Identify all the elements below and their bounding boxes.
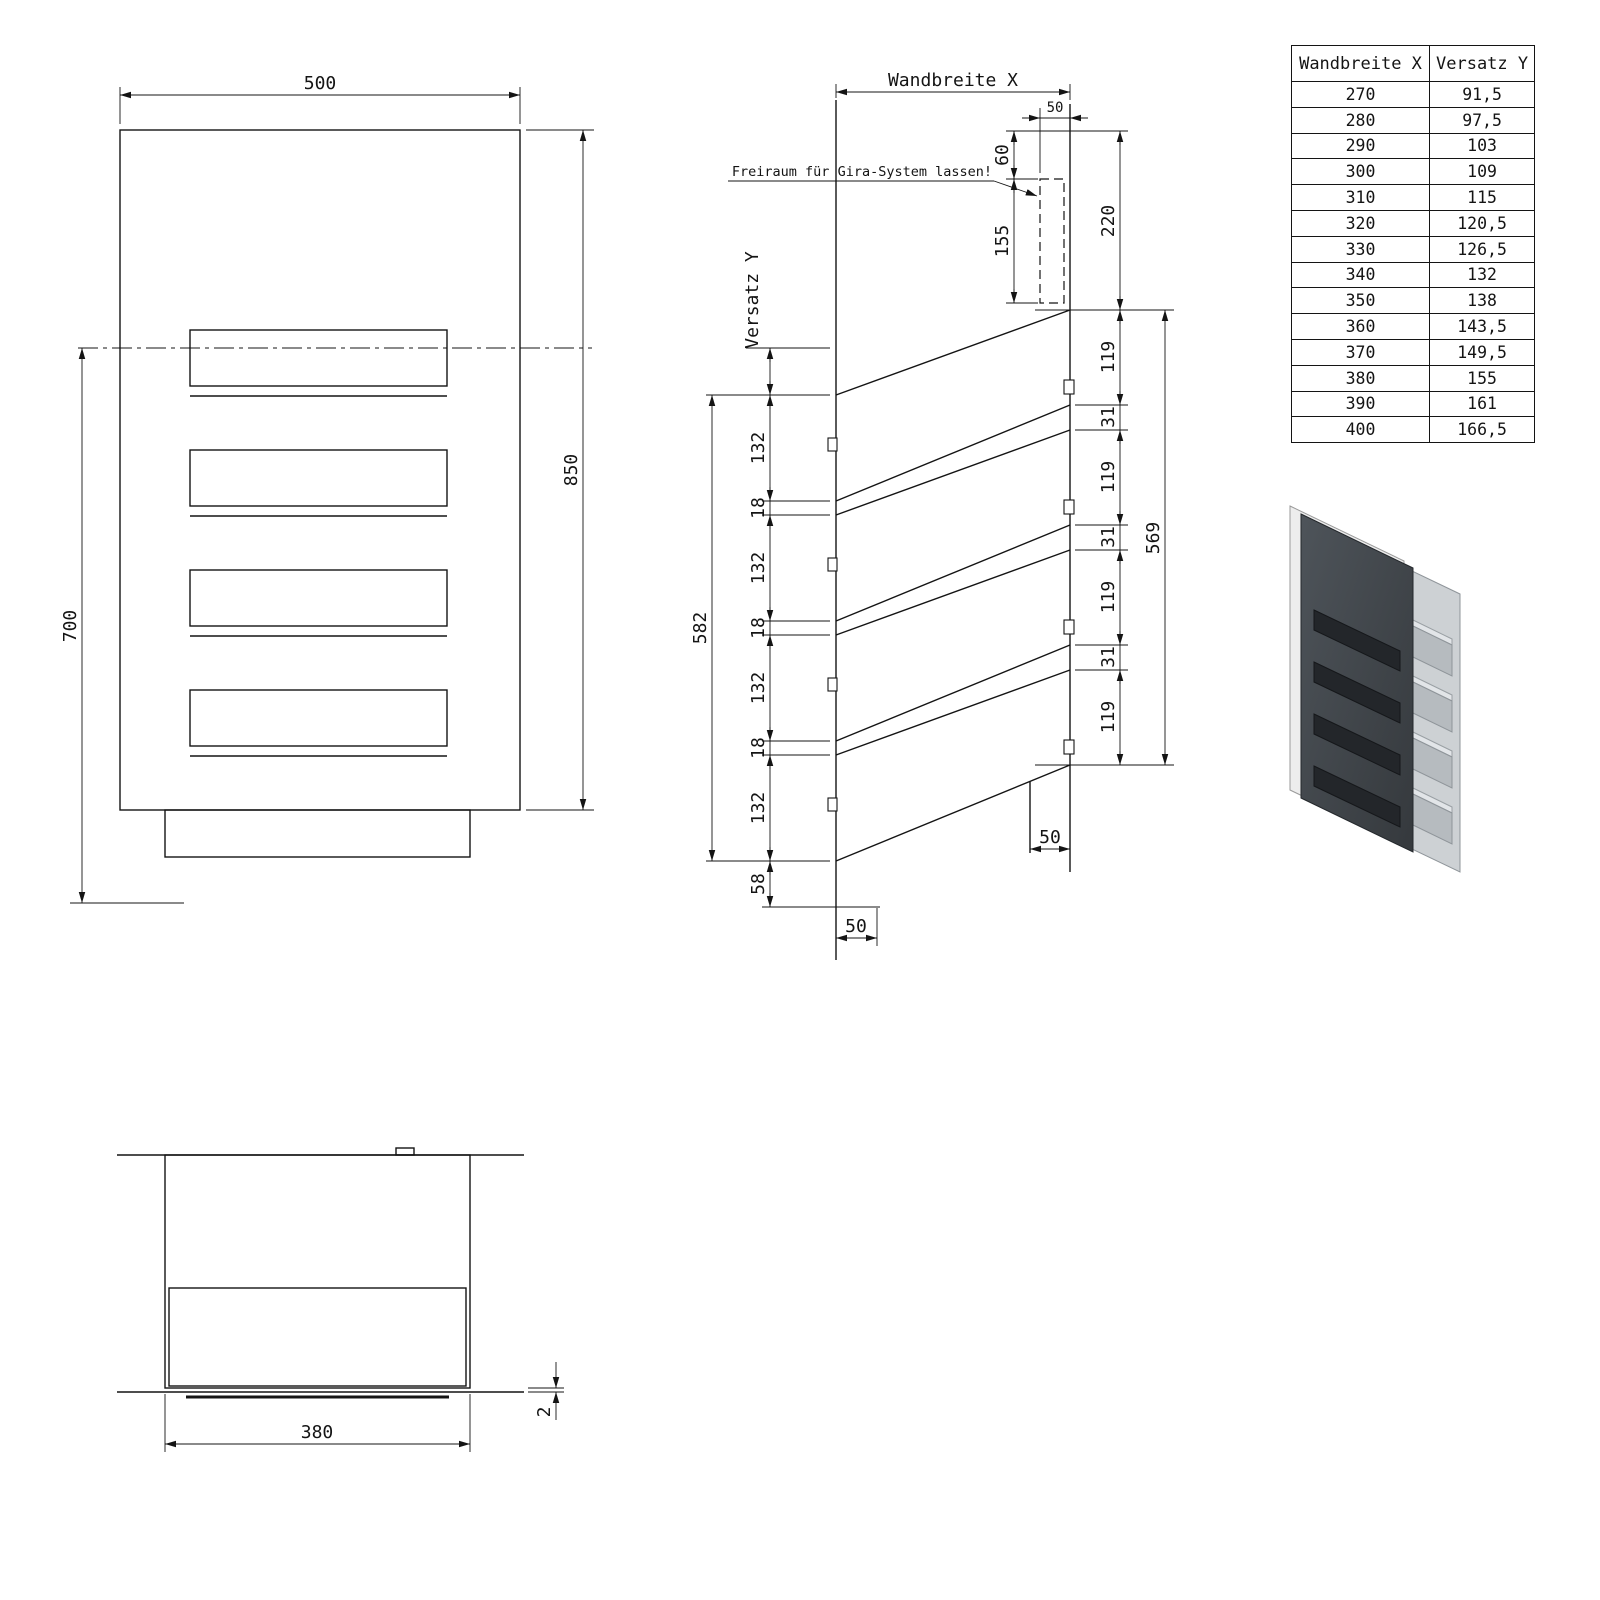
cell-versatz-y: 115 (1428, 184, 1536, 211)
cell-wandbreite-x: 270 (1291, 81, 1430, 108)
cell-versatz-y: 132 (1428, 261, 1536, 289)
cell-versatz-y: 166,5 (1428, 416, 1536, 444)
dim-left-total: 582 (690, 612, 711, 645)
dimension-table: Wandbreite X Versatz Y 270 91,5 280 97,5… (1291, 45, 1536, 444)
note-gira-clearance: Freiraum für Gira-System lassen! (732, 164, 992, 180)
cell-wandbreite-x: 390 (1291, 390, 1430, 418)
dim-front-width: 500 (304, 73, 337, 94)
label-offset-y: Versatz Y (742, 251, 763, 349)
dim-right-4: 119 (1098, 581, 1119, 614)
table-row: 280 97,5 (1291, 106, 1536, 134)
table-row: 400 166,5 (1291, 416, 1536, 444)
dim-left-2: 132 (748, 552, 769, 585)
dim-right-6: 119 (1098, 701, 1119, 734)
mounting-clips (827, 379, 1075, 812)
cell-wandbreite-x: 280 (1291, 106, 1430, 134)
cell-wandbreite-x: 370 (1291, 338, 1430, 366)
table-row: 370 149,5 (1291, 338, 1536, 366)
dim-right-1: 31 (1098, 406, 1119, 428)
cell-wandbreite-x: 320 (1291, 209, 1430, 237)
top-tab (395, 1147, 415, 1156)
dim-front-height: 850 (561, 454, 582, 487)
dim-gira-height: 155 (992, 225, 1013, 258)
table-row: 380 155 (1291, 364, 1536, 392)
dim-left-4: 132 (748, 672, 769, 705)
mail-chutes (835, 309, 1071, 862)
dim-left-6: 132 (748, 792, 769, 825)
cell-wandbreite-x: 350 (1291, 287, 1430, 315)
dim-table-body: 270 91,5 280 97,5 290 103 300 109 310 11… (1291, 81, 1536, 444)
top-view (117, 1147, 524, 1399)
cell-versatz-y: 161 (1428, 390, 1536, 418)
dim-right-total: 569 (1143, 522, 1164, 555)
front-panel-outline (119, 129, 521, 811)
front-view-dimensions (70, 87, 594, 904)
front-view (78, 129, 592, 858)
cell-wandbreite-x: 290 (1291, 132, 1430, 160)
dim-right-3: 31 (1098, 526, 1119, 548)
dim-front-offset-bottom: 50 (845, 916, 867, 937)
cell-versatz-y: 149,5 (1428, 338, 1536, 366)
table-row: 270 91,5 (1291, 81, 1536, 108)
cell-versatz-y: 138 (1428, 287, 1536, 315)
gira-clearance-box (1039, 178, 1065, 304)
iso-mailboxes (1412, 619, 1453, 845)
dim-right-0: 119 (1098, 341, 1119, 374)
table-row: 350 138 (1291, 287, 1536, 315)
cell-versatz-y: 155 (1428, 364, 1536, 392)
table-row: 300 109 (1291, 158, 1536, 186)
cell-wandbreite-x: 330 (1291, 235, 1430, 263)
cell-versatz-y: 103 (1428, 132, 1536, 160)
table-row: 290 103 (1291, 132, 1536, 160)
front-slots (189, 329, 448, 757)
dim-right-2: 119 (1098, 461, 1119, 494)
front-base-box (164, 809, 471, 858)
cell-versatz-y: 126,5 (1428, 235, 1536, 263)
dim-box-offset-bottom: 50 (1039, 827, 1061, 848)
dim-bottom-edge: 58 (748, 873, 769, 895)
cell-wandbreite-x: 310 (1291, 184, 1430, 211)
dim-gira-top-offset: 60 (992, 144, 1013, 166)
col-header-wandbreite-x: Wandbreite X (1291, 45, 1430, 82)
cell-wandbreite-x: 400 (1291, 416, 1430, 444)
dim-front-lower-height: 700 (60, 610, 81, 643)
dim-left-1: 18 (748, 497, 769, 519)
side-view (827, 100, 1075, 960)
housing-outline (164, 1154, 471, 1389)
dim-left-5: 18 (748, 737, 769, 759)
dim-right-5: 31 (1098, 646, 1119, 668)
table-row: 320 120,5 (1291, 209, 1536, 237)
dim-top-clearance-depth: 50 (1047, 100, 1064, 116)
dim-left-0: 132 (748, 432, 769, 465)
cell-versatz-y: 97,5 (1428, 106, 1536, 134)
table-row: 390 161 (1291, 390, 1536, 418)
cell-versatz-y: 109 (1428, 158, 1536, 186)
table-row: 330 126,5 (1291, 235, 1536, 263)
housing-inner (168, 1287, 467, 1387)
label-wall-width: Wandbreite X (888, 70, 1018, 91)
cell-wandbreite-x: 360 (1291, 313, 1430, 340)
table-row: 360 143,5 (1291, 313, 1536, 340)
dim-plate-thickness: 2 (534, 1407, 555, 1418)
table-row: 340 132 (1291, 261, 1536, 289)
col-header-versatz-y: Versatz Y (1428, 45, 1536, 82)
top-view-dimensions (164, 1362, 564, 1452)
dim-bottom-width: 380 (301, 1422, 334, 1443)
cell-versatz-y: 143,5 (1428, 313, 1536, 340)
iso-slots (1313, 609, 1401, 828)
cell-versatz-y: 120,5 (1428, 209, 1536, 237)
cell-versatz-y: 91,5 (1428, 81, 1536, 108)
cell-wandbreite-x: 340 (1291, 261, 1430, 289)
iso-view (1289, 505, 1461, 873)
dim-left-3: 18 (748, 617, 769, 639)
table-header-row: Wandbreite X Versatz Y (1291, 45, 1536, 82)
cell-wandbreite-x: 380 (1291, 364, 1430, 392)
dim-top-to-first-slot: 220 (1098, 205, 1119, 238)
table-row: 310 115 (1291, 184, 1536, 211)
cell-wandbreite-x: 300 (1291, 158, 1430, 186)
side-view-dimensions (706, 84, 1174, 946)
